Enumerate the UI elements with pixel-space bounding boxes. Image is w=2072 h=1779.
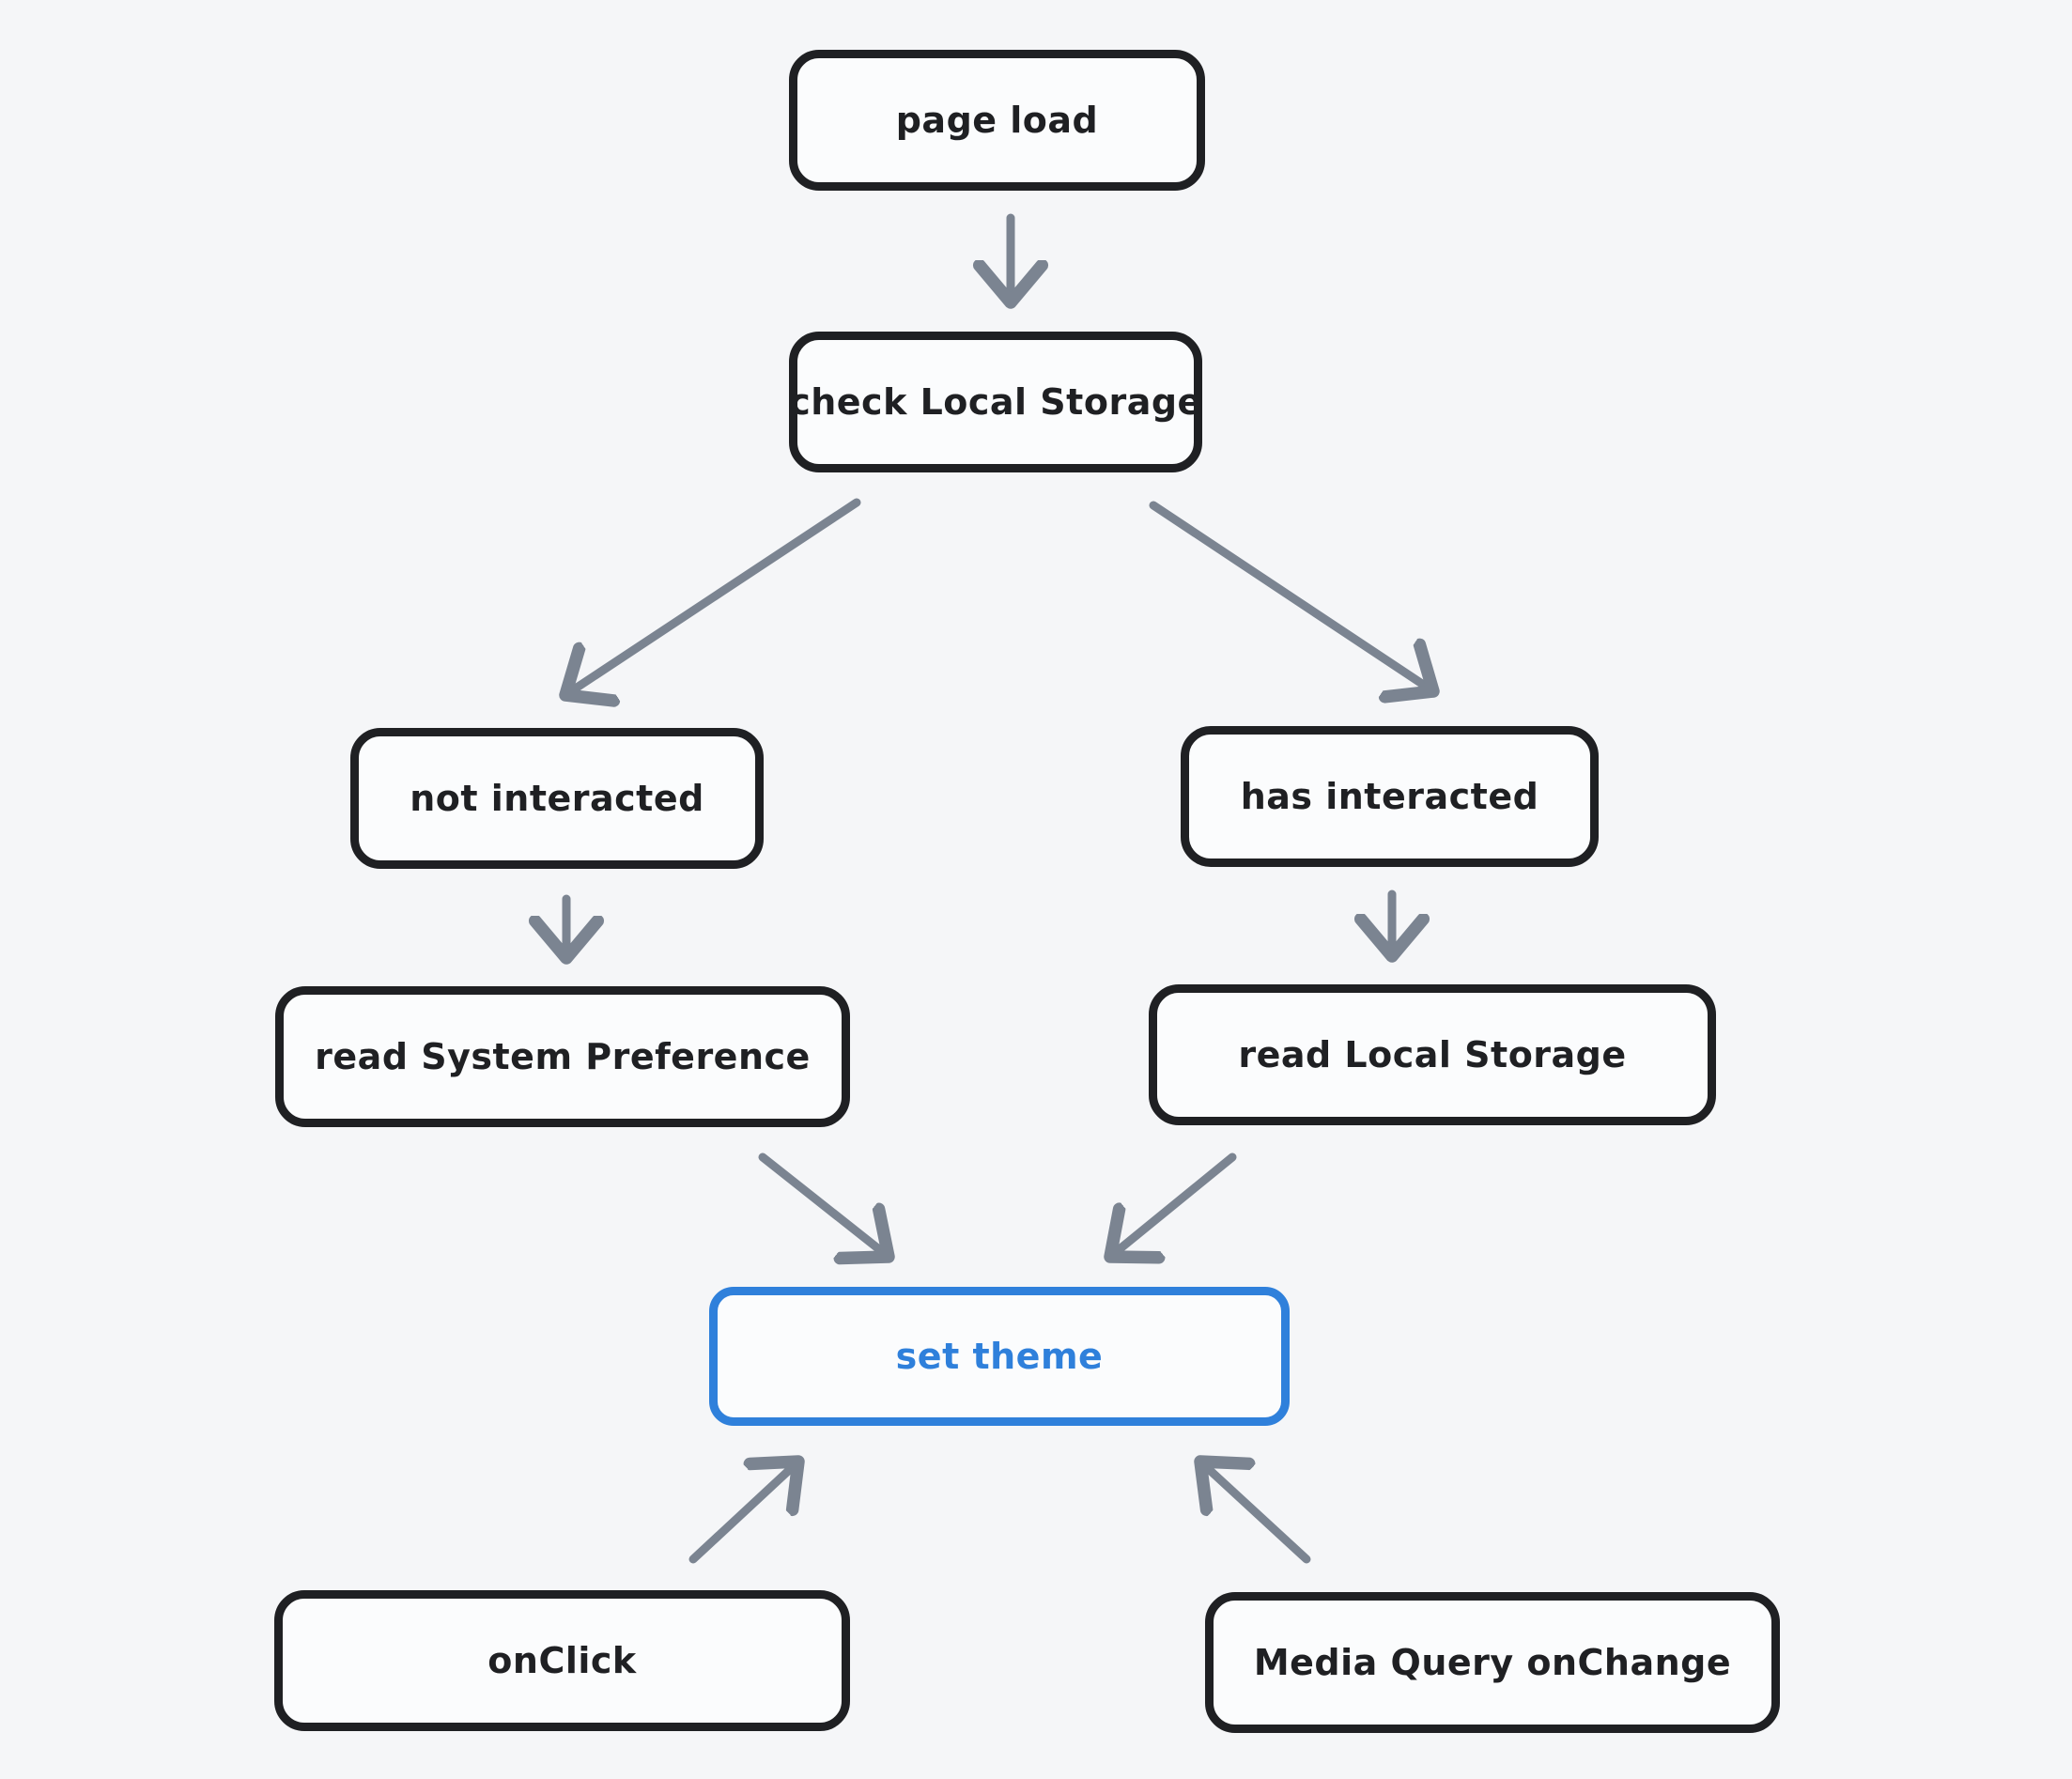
- node-read-system-preference-label: read System Preference: [315, 1036, 811, 1077]
- arrow-media-query-onchange-to-set-theme: [1200, 1462, 1311, 1564]
- node-page-load: page load: [789, 50, 1205, 191]
- arrow-read-local-storage-to-set-theme: [1110, 1152, 1237, 1257]
- node-has-interacted: has interacted: [1181, 726, 1599, 867]
- node-not-interacted-label: not interacted: [410, 778, 704, 819]
- node-page-load-label: page load: [895, 100, 1099, 141]
- node-check-local-storage-label: check Local Storage: [789, 381, 1202, 423]
- node-onclick-label: onClick: [487, 1640, 637, 1681]
- arrow-check-local-storage-to-not-interacted: [565, 498, 861, 695]
- arrow-onclick-to-set-theme: [688, 1462, 798, 1564]
- node-set-theme-label: set theme: [895, 1336, 1104, 1377]
- node-check-local-storage: check Local Storage: [789, 332, 1202, 472]
- arrow-read-system-preference-to-set-theme: [758, 1152, 889, 1257]
- node-not-interacted: not interacted: [350, 728, 764, 869]
- node-read-local-storage-label: read Local Storage: [1238, 1034, 1627, 1075]
- node-read-local-storage: read Local Storage: [1149, 984, 1716, 1125]
- node-media-query-onchange-label: Media Query onChange: [1253, 1642, 1732, 1683]
- node-media-query-onchange: Media Query onChange: [1205, 1592, 1780, 1733]
- node-onclick: onClick: [274, 1590, 850, 1731]
- node-set-theme: set theme: [709, 1287, 1290, 1426]
- node-read-system-preference: read System Preference: [275, 986, 850, 1127]
- node-has-interacted-label: has interacted: [1240, 776, 1539, 817]
- arrow-check-local-storage-to-has-interacted: [1149, 501, 1433, 691]
